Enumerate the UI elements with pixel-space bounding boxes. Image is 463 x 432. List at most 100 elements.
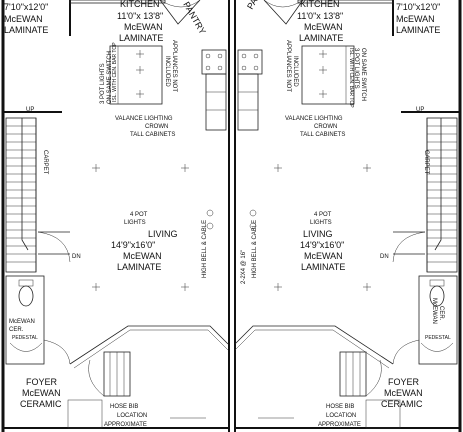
valance-label: VALANCE LIGHTING bbox=[115, 116, 173, 122]
entry-door bbox=[67, 399, 103, 429]
hose-bib-label: APPROXIMATE bbox=[318, 422, 361, 428]
kitchen-finish: McEWAN bbox=[304, 22, 343, 32]
counter bbox=[69, 0, 166, 4]
pot-light bbox=[92, 283, 100, 291]
kitchen-island bbox=[301, 45, 355, 105]
left-unit: 7'10"x12'0" McEWAN LAMINATE KITCHEN 11'0… bbox=[4, 0, 229, 429]
bay-wall bbox=[69, 325, 229, 365]
pot-light bbox=[319, 50, 327, 58]
counter bbox=[297, 0, 394, 4]
pantry-door bbox=[263, 0, 304, 25]
pot-light bbox=[319, 90, 327, 98]
tall-cabinets bbox=[205, 73, 227, 131]
valance-label: TALL CABINETS bbox=[130, 132, 175, 138]
pedestal-label: PEDESTAL bbox=[425, 335, 451, 341]
carpet-label: CARPET bbox=[42, 150, 48, 175]
pot-light bbox=[319, 66, 327, 74]
stairs-down-label: DN bbox=[380, 254, 389, 260]
pot-lights-label: 3 POT LIGHTS bbox=[100, 63, 106, 104]
pedestal-sink-icon bbox=[420, 342, 454, 352]
foyer-finish: McEWAN bbox=[22, 388, 61, 398]
living-pot-lights: LIGHTS bbox=[124, 220, 146, 226]
kitchen-finish: LAMINATE bbox=[299, 33, 343, 43]
pot-light bbox=[136, 50, 144, 58]
powder-finish: McEWAN bbox=[431, 298, 437, 324]
staircase bbox=[5, 117, 37, 273]
stair-arrow bbox=[434, 118, 442, 251]
pot-light bbox=[363, 164, 371, 172]
foyer-finish: CERAMIC bbox=[20, 399, 62, 409]
pantry-label: PANTRY bbox=[181, 0, 208, 36]
carpet-label: CARPET bbox=[423, 150, 429, 175]
staircase bbox=[426, 117, 458, 273]
fridge bbox=[237, 49, 263, 75]
powder-finish: McEWAN bbox=[9, 319, 35, 325]
pot-light bbox=[274, 164, 282, 172]
living-finish: McEWAN bbox=[304, 251, 343, 261]
kitchen-size: 11'0"x 13'8" bbox=[297, 11, 343, 21]
living-finish: McEWAN bbox=[123, 251, 162, 261]
stairs-down-label: DN bbox=[72, 254, 81, 260]
hose-bib-label: LOCATION bbox=[117, 413, 147, 419]
pedestal-label: PEDESTAL bbox=[12, 335, 38, 341]
stairs-up-label: UP bbox=[416, 107, 424, 113]
pantry-label: PANTRY bbox=[245, 0, 272, 11]
fridge bbox=[201, 49, 227, 75]
powder-finish: CER. bbox=[9, 327, 24, 333]
appliances-label: APPLIANCES NOT bbox=[285, 40, 291, 92]
hose-bib-label: HOSE BIB bbox=[326, 404, 354, 410]
bay-wall bbox=[234, 325, 394, 365]
kitchen-finish: McEWAN bbox=[124, 22, 163, 32]
kitchen-finish: LAMINATE bbox=[119, 33, 163, 43]
same-switch-label: ON SAME SWITCH bbox=[107, 51, 113, 104]
pedestal-sink-icon bbox=[9, 342, 43, 352]
corner-room-finish: McEWAN bbox=[396, 14, 435, 24]
appliances-label: APPLIANCES NOT bbox=[171, 40, 177, 92]
valance-label: CROWN bbox=[145, 124, 168, 130]
corner-room-size: 7'10"x12'0" bbox=[4, 2, 48, 12]
corner-room-finish: McEWAN bbox=[4, 14, 43, 24]
appliances-label: INCLUDED bbox=[164, 56, 170, 87]
hose-bib-label: APPROXIMATE bbox=[104, 422, 147, 428]
foyer-finish: McEWAN bbox=[384, 388, 423, 398]
island-tag: ISL. WITH CEN. BAR TOP bbox=[348, 48, 354, 108]
kitchen-label: KITCHEN bbox=[120, 0, 160, 9]
pot-lights-label: 3 POT LIGHTS bbox=[353, 48, 359, 89]
entry-door bbox=[365, 399, 401, 429]
kitchen-island bbox=[109, 45, 163, 105]
stairs-up-label: UP bbox=[26, 107, 34, 113]
pot-light bbox=[136, 66, 144, 74]
pantry-door bbox=[159, 0, 201, 25]
corner-room-finish: LAMINATE bbox=[396, 25, 440, 35]
pot-light bbox=[136, 90, 144, 98]
living-label: LIVING bbox=[303, 229, 333, 239]
corner-room-size: 7'10"x12'0" bbox=[396, 2, 440, 12]
living-label: LIVING bbox=[148, 229, 178, 239]
powder-room bbox=[418, 275, 458, 365]
living-pot-lights: 4 POT bbox=[314, 212, 332, 218]
pot-light bbox=[181, 164, 189, 172]
right-unit: 7'10"x12'0" McEWAN LAMINATE KITCHEN 11'0… bbox=[234, 0, 458, 429]
corner-room-finish: LAMINATE bbox=[4, 25, 48, 35]
bell-cable-label: HIGH BELL & CABLE bbox=[202, 220, 208, 278]
kitchen-size: 11'0"x 13'8" bbox=[117, 11, 163, 21]
same-switch-label: ON SAME SWITCH bbox=[360, 48, 366, 101]
living-finish: LAMINATE bbox=[301, 262, 345, 272]
outlet-icon bbox=[206, 209, 214, 217]
pot-light bbox=[181, 283, 189, 291]
tall-cabinets bbox=[237, 73, 259, 131]
valance-label: TALL CABINETS bbox=[300, 132, 345, 138]
foyer-finish: CERAMIC bbox=[381, 399, 423, 409]
outlet-icon bbox=[249, 222, 257, 230]
valance-label: VALANCE LIGHTING bbox=[285, 116, 343, 122]
appliances-label: INCLUDED bbox=[292, 56, 298, 87]
powder-room bbox=[5, 275, 45, 365]
living-pot-lights: LIGHTS bbox=[310, 220, 332, 226]
powder-finish: CER. bbox=[438, 306, 444, 321]
pot-light bbox=[274, 283, 282, 291]
bell-cable-label: HIGH BELL & CABLE bbox=[252, 220, 258, 278]
party-wall-label: 2-2X4 @ 16" bbox=[241, 250, 247, 284]
hose-bib-label: HOSE BIB bbox=[110, 404, 138, 410]
valance-label: CROWN bbox=[314, 124, 337, 130]
